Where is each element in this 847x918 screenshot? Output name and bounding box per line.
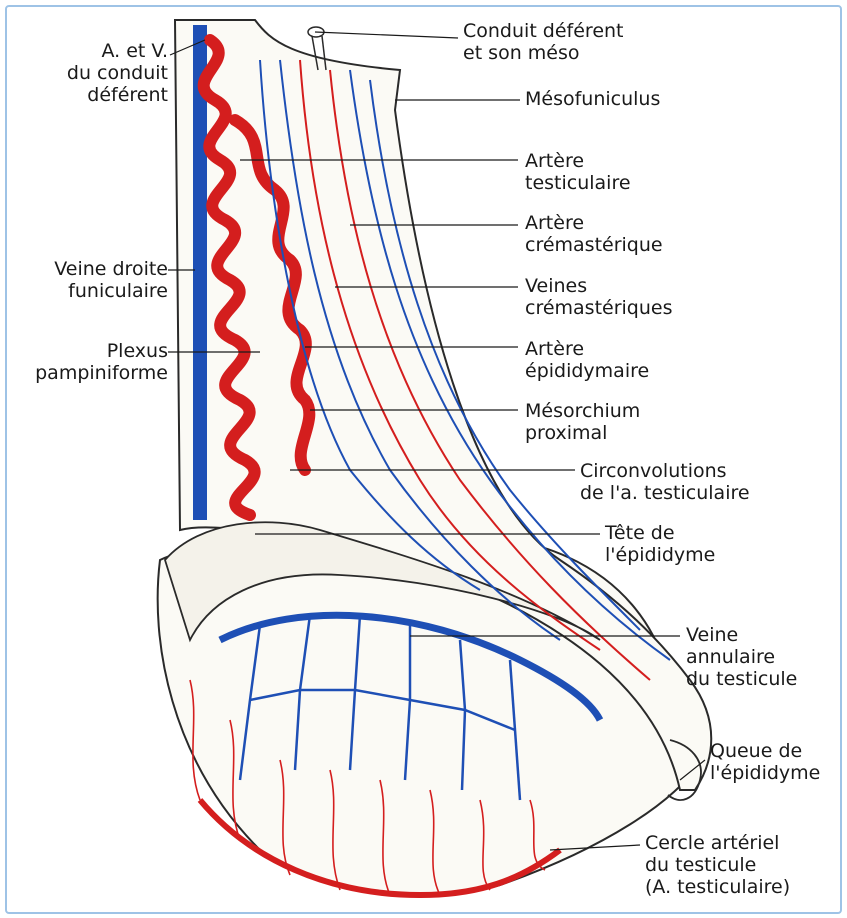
label-artere-epididymaire: Artère épididymaire	[525, 338, 649, 382]
label-circonvolutions: Circonvolutions de l'a. testiculaire	[580, 460, 750, 504]
label-cercle-arteriel: Cercle artériel du testicule (A. testicu…	[645, 832, 790, 898]
label-conduit-deferent: Conduit déférent et son méso	[463, 20, 624, 64]
label-mesofuniculus: Mésofuniculus	[525, 88, 660, 110]
label-veines-cremasteriques: Veines crémastériques	[525, 275, 673, 319]
label-av-conduit: A. et V. du conduit déférent	[28, 40, 168, 106]
label-veine-droite: Veine droite funiculaire	[10, 258, 168, 302]
label-queue-epididyme: Queue de l'épididyme	[710, 740, 820, 784]
label-mesorchium: Mésorchium proximal	[525, 400, 640, 444]
label-artere-testiculaire: Artère testiculaire	[525, 150, 631, 194]
label-plexus: Plexus pampiniforme	[10, 340, 168, 384]
label-veine-annulaire: Veine annulaire du testicule	[686, 624, 797, 690]
label-tete-epididyme: Tête de l'épididyme	[605, 522, 715, 566]
label-artere-cremasterique: Artère crémastérique	[525, 212, 663, 256]
